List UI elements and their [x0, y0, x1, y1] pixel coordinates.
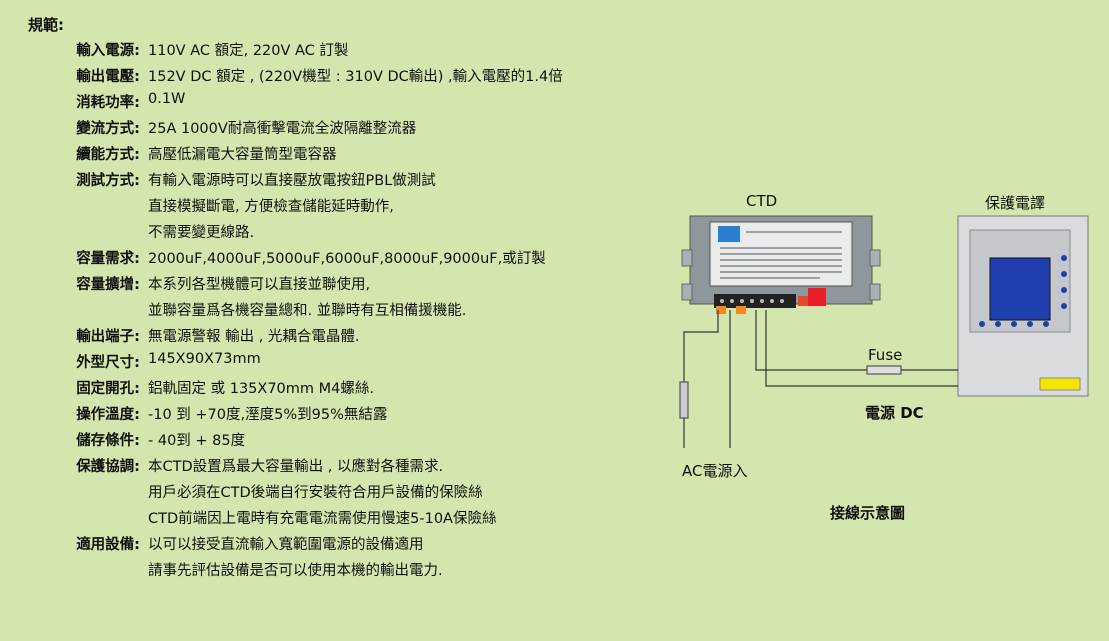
spec-value: - 40到 + 85度 [148, 433, 246, 449]
ctd-label: CTD [746, 192, 778, 210]
device-screen [989, 257, 1051, 321]
dc-label: 電源 DC [865, 404, 924, 422]
protected-device [957, 215, 1089, 397]
spec-value: 不需要變更線路. [148, 225, 255, 241]
spec-key: 輸出電壓: [76, 69, 140, 85]
spec-key: 適用設備: [76, 537, 140, 553]
spec-row: 輸出端子: 無電源警報 輸出 , 光耦合電晶體. [0, 325, 359, 347]
spec-row: 操作溫度: -10 到 +70度,溼度5%到95%無結露 [0, 403, 387, 425]
spec-row: 並聯容量爲各機容量總和. 並聯時有互相備援機能. [0, 299, 466, 321]
spec-key: 儲存條件: [76, 433, 140, 449]
spec-key: 容量擴增: [76, 277, 140, 293]
spec-row: 容量擴增: 本系列各型機體可以直接並聯使用, [0, 273, 370, 295]
spec-row: 保護協調: 本CTD設置爲最大容量輸出 , 以應對各種需求. [0, 455, 443, 477]
spec-row: 固定開孔: 鋁軌固定 或 135X70mm M4螺絲. [0, 377, 374, 399]
spec-row: 續能方式: 高壓低漏電大容量筒型電容器 [0, 143, 336, 165]
spec-key: 變流方式: [76, 121, 140, 137]
spec-key: 容量需求: [76, 251, 140, 267]
spec-row: 輸入電源: 110V AC 額定, 220V AC 訂製 [0, 39, 348, 61]
spec-value: 請事先評估設備是否可以使用本機的輸出電力. [148, 563, 443, 579]
spec-value: 有輸入電源時可以直接壓放電按鈕PBL做測試 [148, 173, 436, 189]
spec-value: -10 到 +70度,溼度5%到95%無結露 [148, 407, 388, 423]
spec-key: 保護協調: [76, 459, 140, 475]
spec-value: 110V AC 額定, 220V AC 訂製 [148, 43, 349, 59]
spec-value: 鋁軌固定 或 135X70mm M4螺絲. [148, 381, 374, 397]
spec-value: CTD前端因上電時有充電電流需使用慢速5-10A保險絲 [148, 511, 497, 527]
spec-value: 高壓低漏電大容量筒型電容器 [148, 147, 337, 163]
diagram-caption: 接線示意圖 [830, 504, 906, 522]
spec-row: 輸出電壓: 152V DC 額定 , (220V機型 : 310V DC輸出) ,… [0, 65, 563, 87]
spec-row: 儲存條件: - 40到 + 85度 [0, 429, 245, 451]
spec-value: 25A 1000V耐高衝擊電流全波隔離整流器 [148, 121, 417, 137]
spec-key: 操作溫度: [76, 407, 140, 423]
spec-key: 輸入電源: [76, 43, 140, 59]
spec-row: 容量需求: 2000uF,4000uF,5000uF,6000uF,8000uF,… [0, 247, 546, 269]
spec-row: 直接模擬斷電, 方便檢查儲能延時動作, [0, 195, 394, 217]
spec-title: 規範: [28, 16, 64, 34]
spec-value: 用戶必須在CTD後端自行安裝符合用戶設備的保險絲 [148, 485, 483, 501]
spec-key: 輸出端子: [76, 329, 140, 345]
spec-row: CTD前端因上電時有充電電流需使用慢速5-10A保險絲 [0, 507, 496, 529]
spec-key: 測試方式: [76, 173, 140, 189]
spec-row: 變流方式: 25A 1000V耐高衝擊電流全波隔離整流器 [0, 117, 416, 139]
spec-value: 145X90X73mm [148, 351, 261, 367]
diagram-graphics [679, 215, 1089, 448]
spec-value: 本CTD設置爲最大容量輸出 , 以應對各種需求. [148, 459, 444, 475]
spec-row: 外型尺寸: 145X90X73mm [0, 351, 261, 373]
spec-key: 消耗功率: [76, 95, 140, 111]
spec-row: 請事先評估設備是否可以使用本機的輸出電力. [0, 559, 443, 581]
spec-row: 不需要變更線路. [0, 221, 254, 243]
spec-key: 外型尺寸: [76, 355, 140, 371]
spec-value: 直接模擬斷電, 方便檢查儲能延時動作, [148, 199, 394, 215]
spec-row: 測試方式: 有輸入電源時可以直接壓放電按鈕PBL做測試 [0, 169, 436, 191]
spec-value: 本系列各型機體可以直接並聯使用, [148, 277, 371, 293]
spec-row: 適用設備: 以可以接受直流輸入寬範圍電源的設備適用 [0, 533, 423, 555]
wiring-lines [679, 310, 958, 448]
spec-value: 無電源警報 輸出 , 光耦合電晶體. [148, 329, 360, 345]
spec-value: 並聯容量爲各機容量總和. 並聯時有互相備援機能. [148, 303, 467, 319]
ac-input-label: AC電源入 [682, 462, 748, 480]
spec-key: 續能方式: [76, 147, 140, 163]
fuse-label: Fuse [868, 346, 903, 364]
device-label: 保護電譯 [985, 194, 1046, 212]
spec-key: 固定開孔: [76, 381, 140, 397]
spec-value: 152V DC 額定 , (220V機型 : 310V DC輸出) ,輸入電壓的… [148, 69, 563, 85]
spec-value: 2000uF,4000uF,5000uF,6000uF,8000uF,9000u… [148, 251, 546, 267]
ctd-module [681, 215, 881, 314]
device-indicator [1039, 377, 1081, 391]
spec-value: 0.1W [148, 91, 186, 107]
wiring-diagram: CTD 保護電譯 Fuse 電源 DC AC電源入 接線示意圖 [660, 180, 1109, 530]
spec-row: 用戶必須在CTD後端自行安裝符合用戶設備的保險絲 [0, 481, 483, 503]
spec-value: 以可以接受直流輸入寬範圍電源的設備適用 [148, 537, 424, 553]
spec-row: 消耗功率: 0.1W [0, 91, 185, 113]
